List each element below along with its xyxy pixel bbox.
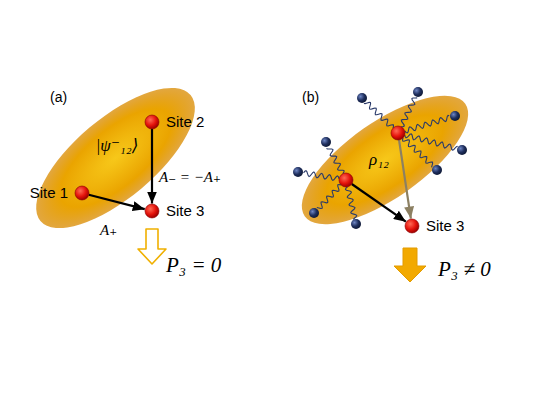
site-dot: Site 1 xyxy=(74,185,90,201)
panel-label: (b) xyxy=(302,90,319,105)
bath-mode xyxy=(309,208,319,218)
hollow-arrow xyxy=(138,229,166,264)
bath-mode xyxy=(457,145,467,155)
dot-shape xyxy=(404,218,420,234)
amplitude-label: A₋ = −A₊ xyxy=(159,169,221,186)
site-dot xyxy=(390,125,406,141)
site-label: Site 2 xyxy=(166,114,204,131)
bath-mode xyxy=(432,165,442,175)
site-label: Site 3 xyxy=(166,203,204,220)
state-label: ρ₁₂ xyxy=(369,151,389,170)
site-dot: Site 3 xyxy=(404,218,420,234)
dot-shape xyxy=(144,114,160,130)
site-label: Site 3 xyxy=(426,218,464,235)
bath-mode xyxy=(351,219,361,229)
probability-label: P₃ ≠ 0 xyxy=(438,258,491,281)
bath-mode xyxy=(321,137,331,147)
site-label: Site 1 xyxy=(30,185,68,202)
site-dot: Site 2 xyxy=(144,114,160,130)
dot-shape xyxy=(144,203,160,219)
state-label: |ψ⁻₁₂⟩ xyxy=(96,137,139,156)
probability-label: P₃ = 0 xyxy=(166,254,221,277)
filled-arrow xyxy=(394,248,426,282)
bath-mode xyxy=(293,167,303,177)
panel-label: (a) xyxy=(50,90,67,105)
dot-shape xyxy=(74,185,90,201)
dot-shape xyxy=(338,172,354,188)
amplitude-label: A₊ xyxy=(100,222,117,239)
site-dot xyxy=(338,172,354,188)
transfer-arrow xyxy=(151,129,153,204)
bath-mode xyxy=(413,87,423,97)
dot-shape xyxy=(390,125,406,141)
bath-mode xyxy=(357,93,367,103)
bath-mode xyxy=(450,111,460,121)
site-dot: Site 3 xyxy=(144,203,160,219)
